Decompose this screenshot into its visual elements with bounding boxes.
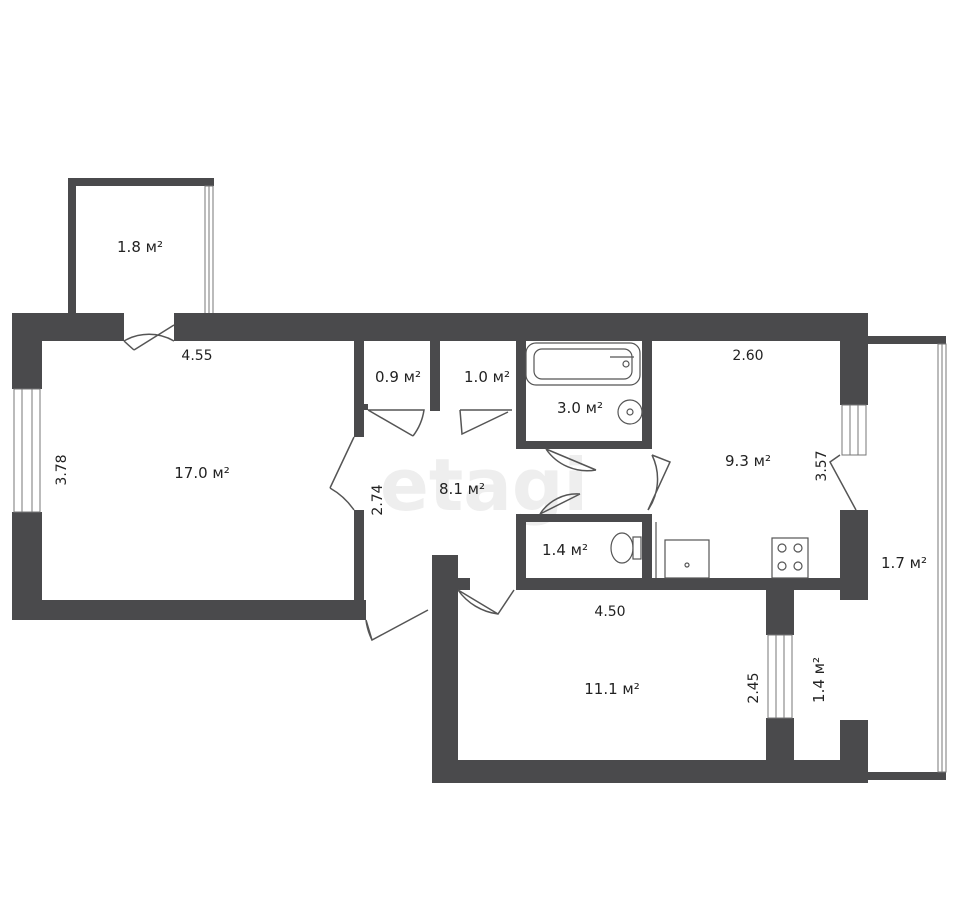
living-height-dim: 3.78 <box>54 454 70 485</box>
bedroom-window <box>767 634 793 719</box>
kitchen-door <box>647 454 672 511</box>
storage2-door <box>459 409 512 436</box>
bedroom-area: 11.1 м² <box>584 680 640 698</box>
exterior-walls <box>12 313 868 783</box>
bedroom-door <box>457 589 515 616</box>
loggia-small-area: 1.4 м² <box>810 657 828 703</box>
storage-1-area: 0.9 м² <box>375 368 421 386</box>
kitchen-width-dim: 2.60 <box>732 348 763 364</box>
bedroom-width-dim: 4.50 <box>594 604 625 620</box>
storage-2-area: 1.0 м² <box>464 368 510 386</box>
living-width-dim: 4.55 <box>181 348 212 364</box>
entry-door <box>365 609 429 642</box>
kitchen-area: 9.3 м² <box>725 452 771 470</box>
balcony-door <box>123 324 175 351</box>
kitchen-window <box>841 404 867 456</box>
dimension-labels: 4.55 3.78 2.74 2.60 3.57 4.50 2.45 <box>54 348 830 704</box>
hallway-area: 8.1 м² <box>439 480 485 498</box>
bathroom-area: 3.0 м² <box>557 399 603 417</box>
fixtures <box>525 342 809 579</box>
balcony-right-area: 1.7 м² <box>881 554 927 572</box>
windows <box>13 388 867 719</box>
toilet-icon <box>610 532 634 564</box>
kitchen-sink-icon <box>664 539 710 579</box>
toilet-area: 1.4 м² <box>542 541 588 559</box>
living-room-area: 17.0 м² <box>174 464 230 482</box>
balcony-top-area: 1.8 м² <box>117 238 163 256</box>
toilet-door <box>539 493 581 515</box>
living-window <box>13 388 41 513</box>
stove-icon <box>771 537 809 579</box>
hall-height-dim: 2.74 <box>370 484 386 515</box>
bath-door <box>545 448 597 472</box>
room-labels: 1.8 м² 17.0 м² 0.9 м² 1.0 м² 3.0 м² 8.1 … <box>117 238 927 703</box>
bedroom-height-dim: 2.45 <box>746 672 762 703</box>
storage1-door <box>367 409 425 437</box>
balcony-right-outline <box>868 336 947 780</box>
kitchen-height-dim: 3.57 <box>814 450 830 481</box>
balcony-right-door <box>829 454 857 511</box>
doors <box>123 324 857 642</box>
interior-walls <box>354 341 868 620</box>
living-door <box>329 436 355 511</box>
